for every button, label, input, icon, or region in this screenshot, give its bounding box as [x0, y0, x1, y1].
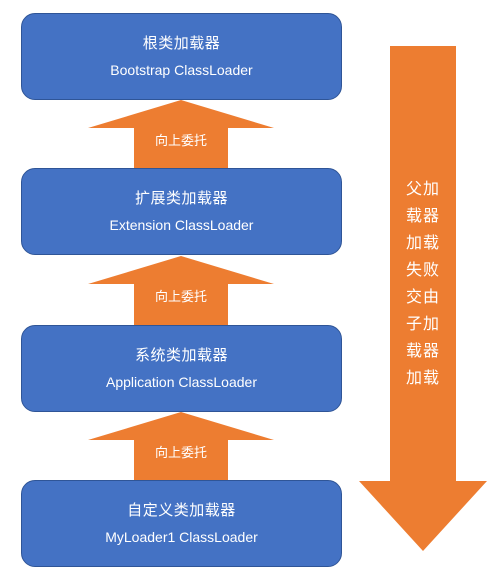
application-classloader-title: 系统类加载器: [134, 346, 228, 364]
fallback-down-arrow: 父加 载器 加载 失败 交由 子加 载器 加载: [359, 46, 487, 551]
delegate-up-label-2: 向上委托: [154, 290, 207, 305]
fallback-line: 失败: [405, 260, 440, 279]
fallback-line: 交由: [405, 287, 440, 306]
extension-classloader-name: Extension ClassLoader: [109, 217, 254, 233]
fallback-line: 加载: [405, 233, 440, 252]
fallback-text: 父加 载器 加载 失败 交由 子加 载器 加载: [393, 175, 453, 391]
application-classloader-box: 系统类加载器 Application ClassLoader: [21, 325, 342, 412]
delegate-up-label-1: 向上委托: [154, 134, 207, 149]
extension-classloader-box: 扩展类加载器 Extension ClassLoader: [21, 168, 342, 255]
custom-classloader-title: 自定义类加载器: [127, 501, 236, 519]
delegate-up-arrow-1: 向上委托: [88, 100, 274, 168]
bootstrap-classloader-title: 根类加载器: [142, 34, 221, 52]
custom-classloader-box: 自定义类加载器 MyLoader1 ClassLoader: [21, 480, 342, 567]
fallback-line: 子加: [405, 314, 440, 333]
bootstrap-classloader-name: Bootstrap ClassLoader: [110, 62, 253, 78]
fallback-line: 载器: [405, 206, 440, 225]
delegate-up-arrow-2: 向上委托: [88, 256, 274, 325]
custom-classloader-name: MyLoader1 ClassLoader: [105, 529, 258, 545]
extension-classloader-title: 扩展类加载器: [134, 189, 228, 207]
delegate-up-label-3: 向上委托: [154, 446, 207, 461]
application-classloader-name: Application ClassLoader: [106, 374, 257, 390]
delegate-up-arrow-3: 向上委托: [88, 412, 274, 480]
fallback-line: 载器: [405, 341, 440, 360]
bootstrap-classloader-box: 根类加载器 Bootstrap ClassLoader: [21, 13, 342, 100]
fallback-line: 加载: [405, 368, 440, 387]
fallback-line: 父加: [405, 179, 440, 198]
